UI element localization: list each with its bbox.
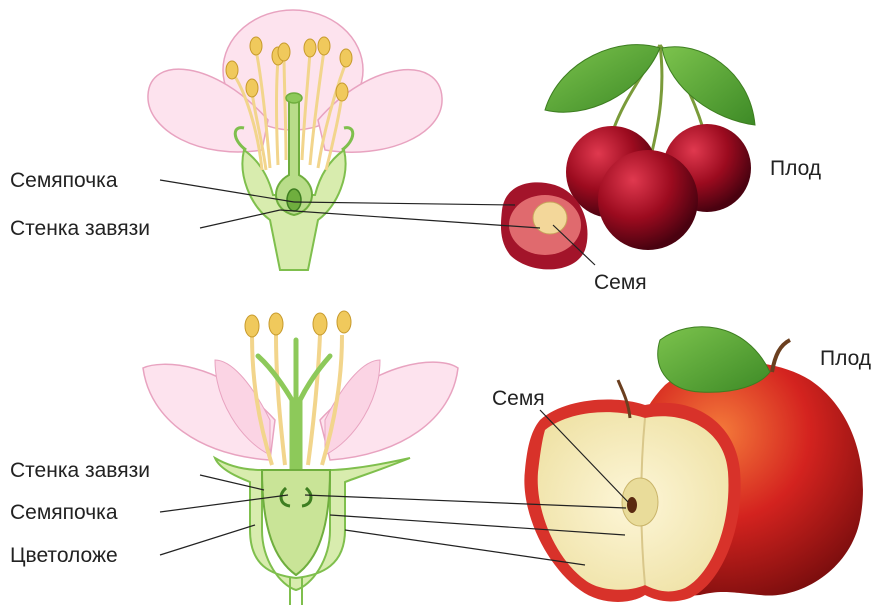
- apple-fruit: [524, 327, 863, 602]
- apple-stem: [772, 340, 790, 372]
- cherry-flower: [148, 10, 442, 270]
- apple-anthers: [245, 311, 351, 337]
- label-cherry-ovary-wall: Стенка завязи: [10, 218, 150, 239]
- label-apple-ovule: Семяпочка: [10, 502, 118, 523]
- cherry-pit: [533, 202, 567, 234]
- label-apple-seed: Семя: [492, 388, 545, 409]
- label-cherry-fruit: Плод: [770, 158, 821, 179]
- cherry-leaf-left: [545, 45, 660, 113]
- cherry-leaf-right: [662, 47, 755, 125]
- label-apple-ovary-wall: Стенка завязи: [10, 460, 150, 481]
- apple-ovary: [262, 470, 330, 575]
- label-apple-fruit: Плод: [820, 348, 871, 369]
- cherry-ovule: [287, 189, 301, 211]
- cherry-ball-3: [598, 150, 698, 250]
- pointer-cherry-ovule-to-flower: [160, 180, 294, 202]
- cherry-stigma: [286, 93, 302, 103]
- label-apple-receptacle: Цветоложе: [10, 545, 118, 566]
- label-cherry-seed: Семя: [594, 272, 647, 293]
- apple-flower: [143, 311, 458, 605]
- apple-leaf: [658, 327, 770, 393]
- apple-seed: [627, 497, 637, 513]
- pointer-apple-receptacle-to-flower: [160, 525, 255, 555]
- cherry-fruit: [501, 45, 755, 270]
- label-cherry-ovule: Семяпочка: [10, 170, 118, 191]
